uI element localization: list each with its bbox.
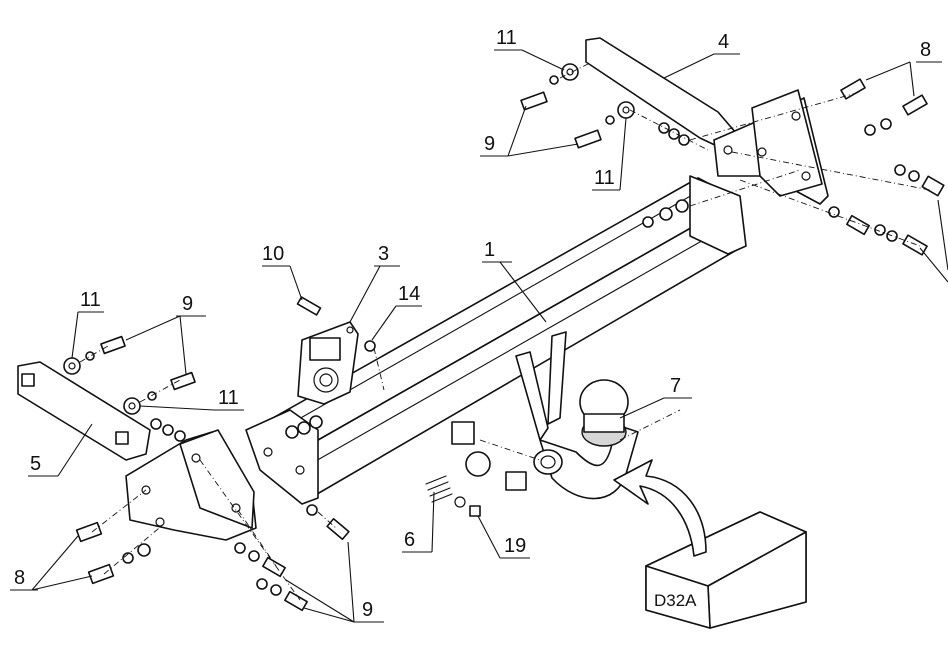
label-part-9-bottom: 9: [362, 599, 373, 621]
label-part-8-top: 8: [920, 39, 931, 61]
label-part-9-top: 9: [484, 133, 495, 155]
spring-bolt-assembly: [425, 421, 491, 517]
label-part-8-bottom: 8: [14, 567, 25, 589]
assembly-lines: [79, 63, 931, 601]
label-part-4: 4: [718, 31, 729, 53]
package-box: [645, 511, 807, 629]
label-part-14: 14: [398, 283, 420, 305]
insert-arrow-icon: [613, 459, 707, 557]
package-label: D32A: [654, 591, 697, 610]
label-part-11-top-a: 11: [496, 27, 517, 49]
right-side-bracket: [585, 37, 829, 205]
fasteners: [63, 63, 945, 612]
label-part-11-top-b: 11: [594, 167, 615, 189]
label-part-1: 1: [484, 239, 495, 261]
leader-lines: [10, 49, 948, 623]
part-labels: 1 3 4 5 6 7 8 8 9 9 9 10 11 11 11 11 14 …: [14, 27, 931, 621]
label-part-7: 7: [670, 375, 681, 397]
left-side-bracket: [17, 361, 257, 541]
label-part-11-left-a: 11: [80, 289, 101, 311]
label-part-3: 3: [378, 243, 389, 265]
left-end-plate: [245, 409, 319, 505]
label-part-6: 6: [404, 529, 415, 551]
label-part-5: 5: [30, 453, 41, 475]
tow-ball: [579, 379, 629, 447]
socket-plate: [297, 321, 359, 405]
label-part-10: 10: [262, 243, 284, 265]
label-part-9-left: 9: [182, 293, 193, 315]
label-part-19: 19: [504, 535, 526, 557]
label-part-11-left-b: 11: [218, 387, 239, 409]
